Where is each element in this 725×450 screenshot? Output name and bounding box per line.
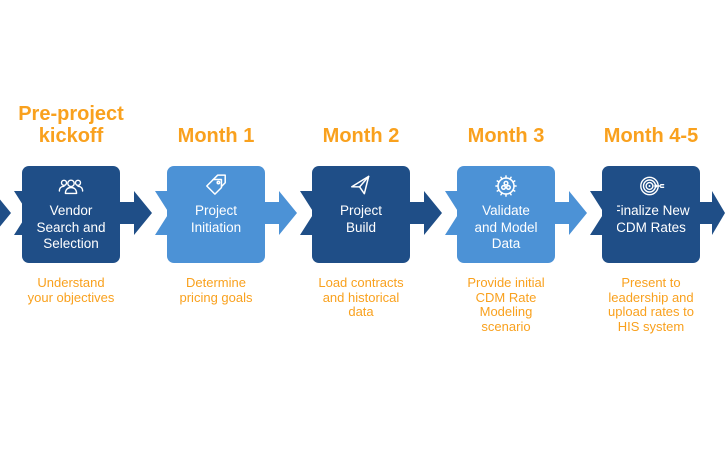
step-label: Finalize New CDM Rates bbox=[612, 203, 690, 235]
timeline-step: Month 4-5 Finalize New CDM Rates Present… bbox=[602, 0, 700, 450]
people-group-icon bbox=[56, 171, 86, 201]
timeline-step: Month 1 Project Initiation Determine pri… bbox=[167, 0, 265, 450]
step-label: Vendor Search and Selection bbox=[36, 203, 106, 251]
step-box: Validate and Model Data bbox=[457, 166, 555, 263]
month-header: Month 3 bbox=[467, 125, 545, 147]
timeline-step: Month 2 Project Build Load contracts and… bbox=[312, 0, 410, 450]
month-header: Month 2 bbox=[322, 125, 400, 147]
flow-arrow-icon bbox=[120, 191, 182, 235]
step-box: Project Build bbox=[312, 166, 410, 263]
step-label: Project Initiation bbox=[190, 203, 242, 235]
step-box: Vendor Search and Selection bbox=[22, 166, 120, 263]
step-label: Project Build bbox=[339, 203, 383, 235]
step-caption: Provide initial CDM Rate Modeling scenar… bbox=[467, 275, 545, 334]
month-header: Month 4-5 bbox=[603, 125, 699, 147]
flow-arrow-icon bbox=[0, 191, 37, 235]
target-dart-icon bbox=[636, 171, 666, 201]
step-caption: Load contracts and historical data bbox=[318, 275, 404, 319]
step-caption: Understand your objectives bbox=[27, 275, 115, 305]
step-label: Validate and Model Data bbox=[474, 203, 538, 251]
flow-arrow-icon bbox=[700, 191, 725, 235]
timeline-step: Month 3 Validate and Model Data Provide … bbox=[457, 0, 555, 450]
month-header: Month 1 bbox=[177, 125, 255, 147]
gear-badge-icon bbox=[491, 171, 521, 201]
flow-arrow-icon bbox=[555, 191, 617, 235]
price-tags-icon bbox=[201, 171, 231, 201]
month-header: Pre-project kickoff bbox=[18, 103, 124, 147]
step-box: Finalize New CDM Rates bbox=[602, 166, 700, 263]
flow-arrow-icon bbox=[410, 191, 472, 235]
step-caption: Present to leadership and upload rates t… bbox=[607, 275, 694, 334]
timeline-step: Pre-project kickoff Vendor Search and Se… bbox=[18, 0, 124, 450]
paper-plane-icon bbox=[346, 171, 376, 201]
flow-arrow-icon bbox=[265, 191, 327, 235]
step-box: Project Initiation bbox=[167, 166, 265, 263]
step-caption: Determine pricing goals bbox=[179, 275, 253, 305]
